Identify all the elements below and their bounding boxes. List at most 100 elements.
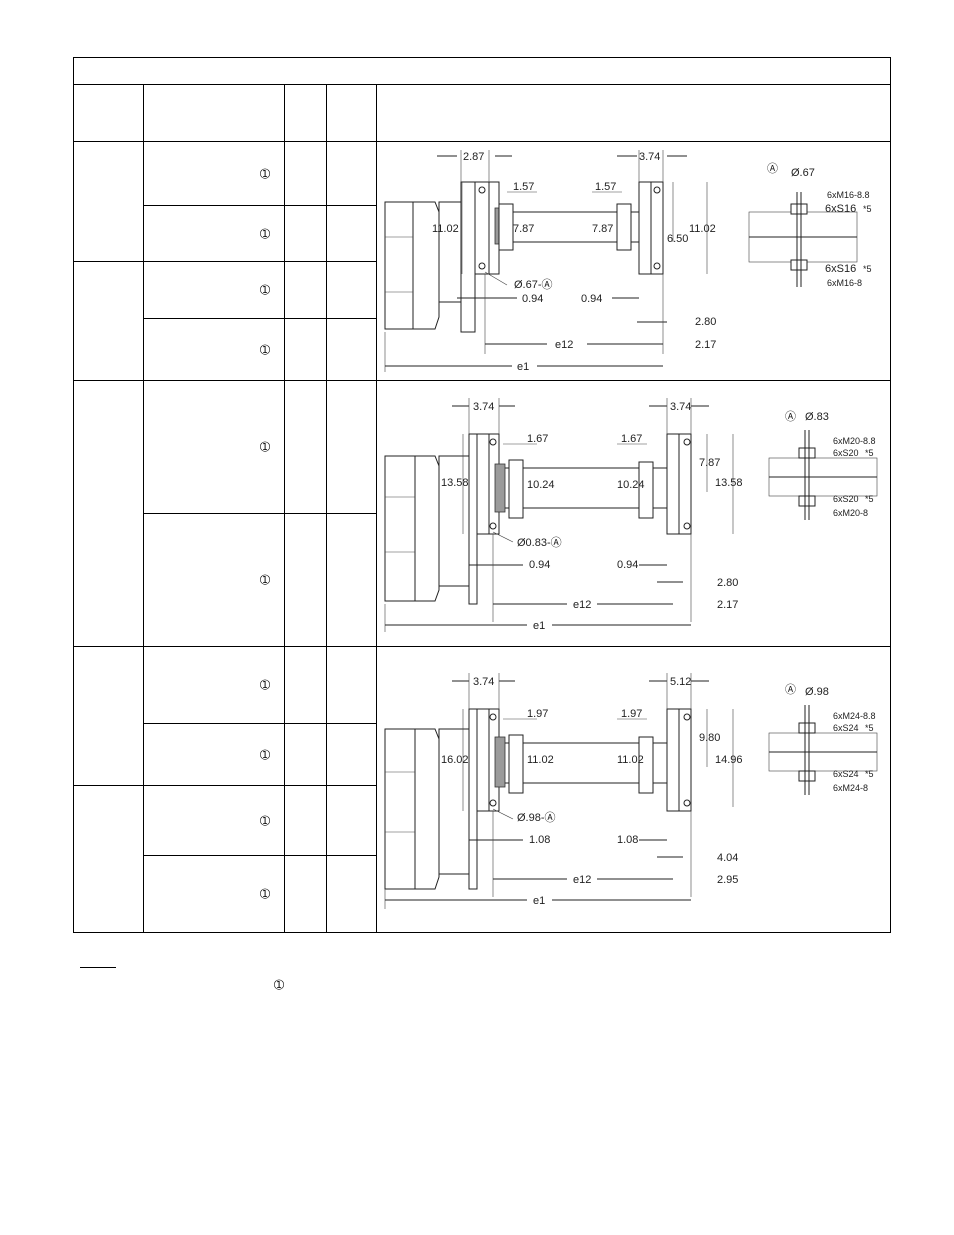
shaft [505, 734, 667, 794]
table-row: ➀ [73, 261, 891, 381]
detail-diameter: Ø.67 [791, 167, 815, 179]
dim-inner-left: 1.57 [513, 181, 534, 193]
shaft [505, 459, 667, 518]
drawing-cell-2: 3.74 3.74 1.67 1.67 13.58 10.24 10.24 7.… [375, 380, 892, 647]
detail-star-bot: *5 [865, 769, 874, 779]
hole-callout: Ø0.83-Ⓐ [517, 536, 562, 549]
detail-mark: Ⓐ [767, 162, 778, 175]
detail-washer-top: 6xS24 [833, 723, 859, 733]
detail-star-top: *5 [865, 448, 874, 458]
dim-shaft-right: 11.02 [617, 754, 644, 766]
detail-bolt-top: 6xM20-8.8 [833, 436, 876, 446]
detail-washer-bot: 6xS24 [833, 769, 859, 779]
detail-bolt-bot: 6xM20-8 [833, 508, 868, 518]
dim-gap-left: 0.94 [522, 293, 543, 305]
dim-top-left: 2.87 [463, 151, 484, 163]
hole-callout: Ø.98-Ⓐ [517, 811, 556, 824]
dim-top-right: 3.74 [670, 401, 691, 413]
footnote-symbol: ➀ [274, 978, 285, 992]
footnote-symbol: ➀ [143, 380, 285, 514]
bolt-detail: Ⓐ Ø.83 6xM20-8.8 6xS20 *5 6xS20 *5 6xM20… [768, 410, 878, 520]
table-row: ➀ [73, 646, 892, 933]
footnote-symbol: ➀ [143, 205, 285, 262]
detail-diameter: Ø.83 [805, 411, 829, 423]
footnote-symbol: ➀ [143, 855, 285, 933]
dim-shaft-right: 7.87 [592, 223, 613, 235]
table-row: ➀ [74, 318, 891, 381]
bolt-detail: Ⓐ Ø.67 6xM16-8.8 6xS16 *5 6xS16 *5 6xM16… [748, 162, 872, 288]
dim-side-a: 2.80 [717, 577, 738, 589]
dim-height-left: 11.02 [432, 223, 459, 235]
detail-star-bot: *5 [865, 494, 874, 504]
dim-inner-left: 1.67 [527, 433, 548, 445]
footnote-symbol: ➀ [143, 141, 285, 206]
right-flange [666, 433, 692, 534]
dim-side-b: 2.95 [717, 874, 738, 886]
dim-gap-right: 0.94 [581, 293, 602, 305]
detail-washer-top: 6xS16 [825, 203, 856, 215]
detail-washer-bot: 6xS16 [825, 263, 856, 275]
footnote-symbol: ➀ [143, 646, 285, 724]
dim-e12: e12 [573, 874, 591, 886]
detail-mark: Ⓐ [785, 683, 796, 696]
table-row: ➀ [74, 205, 891, 262]
dim-side-a: 2.80 [695, 316, 716, 328]
bolt-detail: Ⓐ Ø.98 6xM24-8.8 6xS24 *5 6xS24 *5 6xM24… [768, 683, 878, 795]
dim-e1: e1 [533, 620, 545, 632]
dim-top-left: 3.74 [473, 676, 494, 688]
footnote-symbol: ➀ [143, 513, 285, 647]
dimension-drawing-3: 3.74 5.12 1.97 1.97 16.02 11.02 11.02 9.… [384, 673, 878, 909]
shaft [498, 203, 657, 251]
detail-bolt-bot: 6xM24-8 [833, 783, 868, 793]
dim-gap-right: 0.94 [617, 559, 638, 571]
table-row: ➀ [74, 513, 891, 647]
detail-bolt-top: 6xM16-8.8 [827, 190, 870, 200]
table-row: ➀ [73, 141, 892, 381]
footnote-symbol: ➀ [143, 318, 285, 381]
table-row: ➀ [73, 380, 892, 647]
dim-top-left: 3.74 [473, 401, 494, 413]
dim-height-small: 6.50 [667, 233, 688, 245]
table-row: ➀ [74, 855, 891, 933]
table-row: ➀ [73, 785, 891, 933]
dim-height-right: 13.58 [715, 477, 743, 489]
right-flange [666, 708, 692, 812]
detail-star-top: *5 [863, 204, 872, 214]
dim-height-right: 14.96 [715, 754, 743, 766]
dim-top-right: 3.74 [639, 151, 660, 163]
dim-side-b: 2.17 [695, 339, 716, 351]
table-row: ➀ [74, 723, 891, 786]
dim-height-left: 13.58 [441, 477, 469, 489]
left-flange [476, 433, 506, 534]
footnote-symbol: ➀ [143, 261, 285, 319]
gearbox-body [384, 433, 478, 604]
detail-diameter: Ø.98 [805, 686, 829, 698]
drawing-cell-1: 2.87 3.74 1.57 1.57 11.02 7.87 7.87 6.50… [375, 141, 892, 381]
right-flange [638, 181, 664, 275]
dim-height-right: 11.02 [689, 223, 716, 235]
hole-callout: Ø.67-Ⓐ [514, 278, 553, 291]
dim-gap-left: 0.94 [529, 559, 550, 571]
dim-shaft-right: 10.24 [617, 479, 645, 491]
gearbox-body [384, 181, 476, 333]
detail-bolt-top: 6xM24-8.8 [833, 711, 876, 721]
table-title-row [72, 57, 892, 85]
dim-shaft-left: 11.02 [527, 754, 554, 766]
dim-e12: e12 [555, 339, 573, 351]
dim-side-a: 4.04 [717, 852, 738, 864]
dimension-table: ➀ [72, 57, 892, 933]
detail-star-bot: *5 [863, 264, 872, 274]
dim-inner-right: 1.97 [621, 708, 642, 720]
drawing-cell-3: 3.74 5.12 1.97 1.97 16.02 11.02 11.02 9.… [375, 646, 892, 933]
dim-height-small: 9.80 [699, 732, 720, 744]
dimension-drawing-2: 3.74 3.74 1.67 1.67 13.58 10.24 10.24 7.… [384, 397, 878, 632]
dim-shaft-left: 10.24 [527, 479, 555, 491]
left-flange [476, 708, 506, 812]
notes-heading-rule [80, 967, 116, 968]
dim-e12: e12 [573, 599, 591, 611]
dim-height-left: 16.02 [441, 754, 469, 766]
dim-gap-right: 1.08 [617, 834, 638, 846]
detail-washer-bot: 6xS20 [833, 494, 859, 504]
dim-inner-left: 1.97 [527, 708, 548, 720]
